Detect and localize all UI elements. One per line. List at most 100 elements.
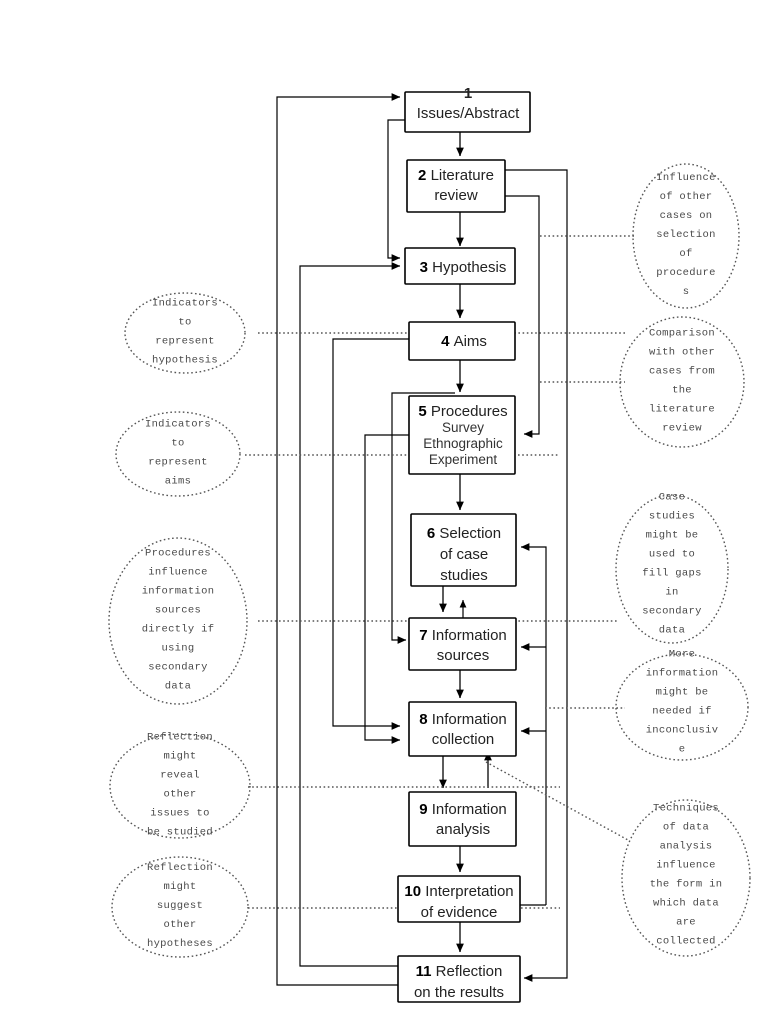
note-line-influence-other-cases-5: procedure xyxy=(656,267,715,279)
arrow-11-to-1 xyxy=(276,93,401,986)
note-line-techniques-of-data-7: collected xyxy=(656,936,715,948)
step-box-11[interactable] xyxy=(397,955,521,1003)
note-indicators-aims xyxy=(115,411,241,497)
step-text-10-1: of evidence xyxy=(421,904,498,921)
step-text-6-1: of case xyxy=(440,546,488,563)
note-line-procedures-influence-6: secondary xyxy=(148,662,207,674)
note-line-procedures-influence-0: Procedures xyxy=(145,548,211,560)
step-box-5[interactable] xyxy=(408,395,516,475)
note-line-indicators-aims-3: aims xyxy=(165,476,191,488)
note-case-studies-gaps xyxy=(615,494,729,644)
step-box-4[interactable] xyxy=(408,321,516,361)
step-text-2-1: review xyxy=(434,187,478,204)
note-line-influence-other-cases-0: Influence xyxy=(656,172,715,184)
note-line-influence-other-cases-3: selection xyxy=(656,229,715,241)
note-line-case-studies-gaps-5: in xyxy=(665,587,678,599)
note-line-indicators-hypothesis-1: to xyxy=(178,317,191,329)
step-text-8-1: collection xyxy=(432,731,495,748)
note-line-comparison-other-cases-3: the xyxy=(672,385,692,397)
note-line-reflection-issues-5: be studied xyxy=(147,827,213,839)
note-line-procedures-influence-2: information xyxy=(142,586,215,598)
note-line-comparison-other-cases-2: cases from xyxy=(649,366,715,378)
step-text-7-0: 7 Information xyxy=(419,627,507,644)
note-line-case-studies-gaps-7: data xyxy=(659,625,685,637)
step-label-6: 6 Selection of case studies xyxy=(427,525,501,584)
note-line-influence-other-cases-1: of other xyxy=(660,191,713,203)
note-line-procedures-influence-5: using xyxy=(161,643,194,655)
arrow-5-to-7 xyxy=(391,392,455,644)
note-line-indicators-hypothesis-2: represent xyxy=(155,336,214,348)
note-line-techniques-of-data-4: the form in xyxy=(650,879,723,891)
step-box-2[interactable] xyxy=(406,159,506,213)
note-line-more-information-0: More xyxy=(669,649,695,661)
step-text-11-0: 11 Reflection xyxy=(416,963,503,980)
arrow-2-to-5 xyxy=(505,195,540,438)
note-line-indicators-aims-2: represent xyxy=(148,457,207,469)
step-sub-5-1: Ethnographic xyxy=(423,436,503,451)
step-boxes xyxy=(397,91,531,1003)
note-comparison-other-cases xyxy=(619,316,745,448)
step-sub-5-2: Experiment xyxy=(429,452,498,467)
step-label-8: 8 Information collection xyxy=(419,711,507,748)
step-box-8[interactable] xyxy=(408,701,517,757)
step-text-5-0: 5 Procedures xyxy=(418,403,507,420)
note-line-techniques-of-data-1: of data xyxy=(663,822,709,834)
note-more-information xyxy=(615,653,749,761)
step-box-1[interactable] xyxy=(404,91,531,133)
rail-right-inner xyxy=(520,543,547,905)
arrow-4-to-8 xyxy=(332,338,409,730)
notes-right-group xyxy=(615,163,751,957)
step-text-8-0: 8 Information xyxy=(419,711,507,728)
step-text-9-1: analysis xyxy=(436,821,490,838)
note-line-case-studies-gaps-4: fill gaps xyxy=(642,568,701,580)
note-line-comparison-other-cases-1: with other xyxy=(649,347,715,359)
note-line-reflection-hypotheses-4: hypotheses xyxy=(147,938,213,950)
note-line-comparison-other-cases-5: review xyxy=(662,423,702,435)
step-box-7[interactable] xyxy=(408,617,517,671)
note-line-influence-other-cases-2: cases on xyxy=(660,210,713,222)
note-line-reflection-issues-3: other xyxy=(163,789,196,801)
step-box-10[interactable] xyxy=(397,875,521,923)
note-line-case-studies-gaps-0: Case xyxy=(659,492,685,504)
note-line-comparison-other-cases-0: Comparison xyxy=(649,328,715,340)
step-text-6-2: studies xyxy=(440,567,488,584)
note-procedures-influence xyxy=(108,537,248,705)
note-line-more-information-3: needed if xyxy=(652,706,711,718)
note-line-reflection-issues-1: might xyxy=(163,751,196,763)
note-line-reflection-hypotheses-3: other xyxy=(163,919,196,931)
note-line-case-studies-gaps-6: secondary xyxy=(642,606,701,618)
note-reflection-hypotheses xyxy=(111,856,249,958)
step-label-3: 3 Hypothesis xyxy=(420,259,507,276)
note-line-more-information-2: might be xyxy=(656,687,709,699)
note-line-indicators-hypothesis-0: Indicators xyxy=(152,298,218,310)
arrow-2-to-11 xyxy=(505,169,568,982)
note-line-techniques-of-data-6: are xyxy=(676,917,696,929)
arrow-5-to-8 xyxy=(364,434,409,744)
note-line-techniques-of-data-3: influence xyxy=(656,860,715,872)
step-box-3[interactable] xyxy=(404,247,516,285)
step-text-10-0: 10 Interpretation xyxy=(404,883,513,900)
note-line-reflection-hypotheses-1: might xyxy=(163,881,196,893)
note-line-case-studies-gaps-3: used to xyxy=(649,549,695,561)
step-text-11-1: on the results xyxy=(414,984,504,1001)
note-line-procedures-influence-7: data xyxy=(165,681,191,693)
note-line-more-information-4: inconclusiv xyxy=(646,725,719,737)
step-sub-5-0: Survey xyxy=(442,420,484,435)
note-text-procedures-influence: Proceduresinfluenceinformationsourcesdir… xyxy=(142,548,215,693)
step-box-6[interactable] xyxy=(410,513,517,587)
note-line-more-information-1: information xyxy=(646,668,719,680)
step-box-9[interactable] xyxy=(408,791,517,847)
note-indicators-hypothesis xyxy=(124,292,246,374)
step-text-6-0: 6 Selection xyxy=(427,525,501,542)
